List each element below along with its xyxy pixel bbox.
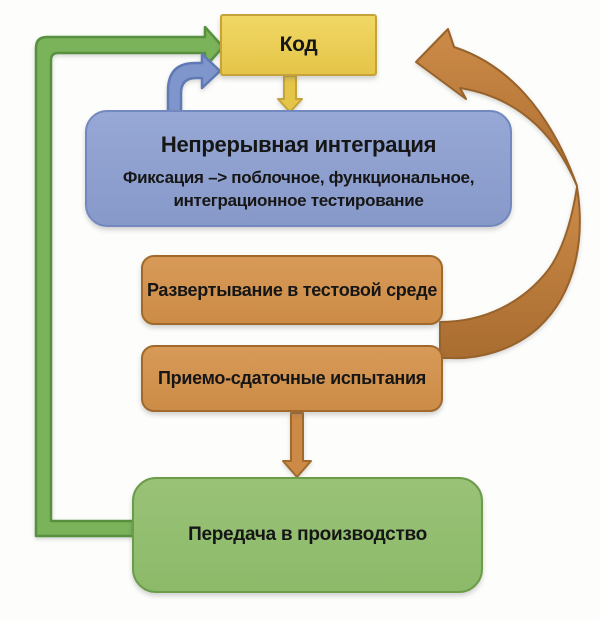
node-code-label: Код	[279, 33, 318, 56]
node-ci-subtitle-line1: Фиксация –> поблочное, функциональное,	[122, 168, 475, 187]
node-continuous-integration: Непрерывная интеграция Фиксация –> побло…	[85, 110, 512, 227]
node-code: Код	[220, 14, 377, 76]
node-deploy-test-env: Развертывание в тестовой среде	[141, 255, 443, 325]
code-to-ci-arrow	[277, 75, 303, 113]
node-acceptance-testing-label: Приемо-сдаточные испытания	[158, 368, 426, 388]
production-to-code-arrow	[34, 25, 225, 538]
node-ci-subtitle-line2: интеграционное тестирование	[173, 191, 424, 210]
node-transfer-to-production-label: Передача в производство	[188, 524, 427, 545]
acceptance-to-production-arrow	[282, 412, 312, 478]
node-transfer-to-production: Передача в производство	[132, 477, 483, 593]
node-acceptance-testing: Приемо-сдаточные испытания	[141, 345, 443, 412]
ci-to-code-arrow	[166, 52, 222, 114]
node-deploy-test-env-label: Развертывание в тестовой среде	[146, 279, 438, 300]
node-ci-title: Непрерывная интеграция	[160, 132, 437, 157]
failure-feedback-arrow-head	[415, 28, 578, 187]
failure-feedback-arrow-tail	[439, 186, 581, 360]
